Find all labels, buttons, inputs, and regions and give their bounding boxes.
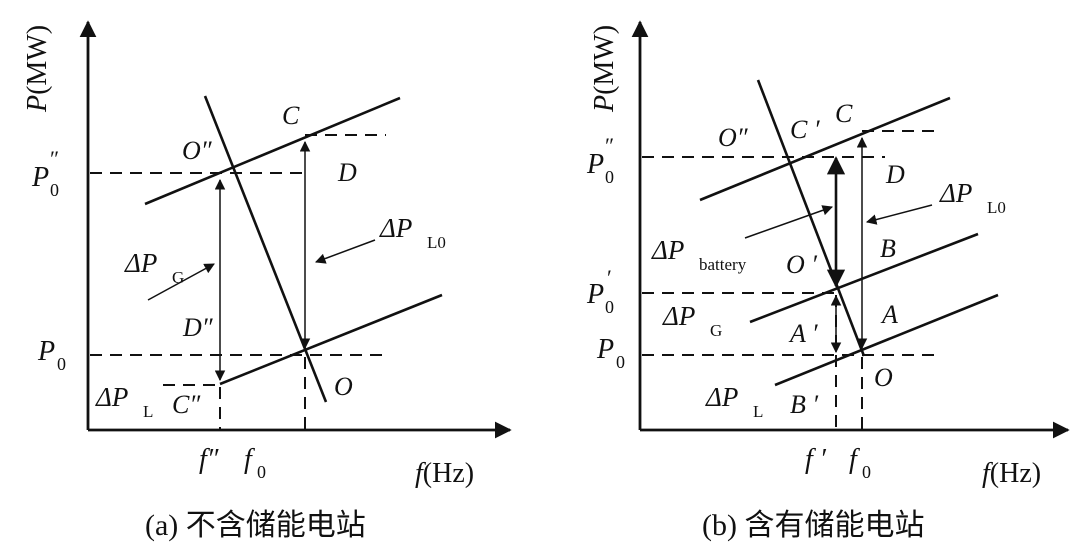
caption-b: (b) 含有储能电站	[702, 509, 924, 542]
p0pp-sub-a: 0	[50, 180, 59, 200]
point-a-b: A	[880, 300, 898, 329]
point-bp-b: B ′	[790, 390, 818, 419]
dpbat-label-b: ΔP	[651, 235, 684, 265]
dpl0-pointer-b	[865, 204, 933, 225]
battery-pointer-b	[744, 205, 833, 239]
p0-sub-a: 0	[57, 354, 66, 374]
point-o-b: O	[874, 363, 893, 392]
p0pp-label-b: P	[586, 149, 604, 180]
point-c-b: C	[835, 99, 853, 128]
dpl0-label-a: ΔP	[379, 213, 412, 243]
point-o-a: O	[334, 372, 353, 401]
steep-gen-line-b	[756, 79, 866, 357]
p0pp-sub-b: 0	[605, 167, 614, 187]
p0pp-label-a: P	[31, 162, 49, 193]
dpl-label-a: ΔP	[95, 382, 128, 412]
upper-load-line-b	[699, 96, 951, 202]
p0p-sup-b: ′	[607, 265, 612, 290]
point-opp-a: O″	[182, 136, 213, 165]
point-d-a: D	[337, 158, 357, 187]
p0-label-a: P	[37, 336, 55, 367]
dpbat-sub-b: battery	[699, 255, 747, 274]
caption-a: (a) 不含储能电站	[145, 509, 366, 542]
p0p-label-b: P	[586, 279, 604, 310]
point-cp-b: C ′	[790, 115, 820, 144]
point-d-b: D	[885, 160, 905, 189]
f0-sub-b: 0	[862, 462, 871, 482]
p0pp-sup-a: ″	[50, 146, 59, 171]
dpg-label-a: ΔP	[124, 248, 157, 278]
f0-sub-a: 0	[257, 462, 266, 482]
dpl0-pointer-a	[315, 239, 376, 264]
dpl-sub-b: L	[753, 402, 763, 421]
point-ap-b: A ′	[788, 319, 818, 348]
y-axis-label-a: P(MW)	[22, 25, 53, 113]
p0pp-sup-b: ″	[605, 133, 614, 158]
f0-label-a: f	[244, 444, 255, 475]
point-opp-b: O″	[718, 123, 749, 152]
lower-load-line-a	[219, 293, 443, 386]
fpp-label-a: f″	[199, 444, 219, 475]
p0-sub-b: 0	[616, 352, 625, 372]
panel-a: P(MW) f(Hz) P 0 ″ P 0 O″ C D D″ C″ O ΔP …	[22, 20, 512, 542]
x-axis-label-b: f(Hz)	[982, 458, 1041, 489]
dpl0-label-b: ΔP	[939, 178, 972, 208]
dpl-label-b: ΔP	[705, 382, 738, 412]
dpl0-sub-a: L0	[427, 233, 446, 252]
point-b-b: B	[880, 234, 896, 263]
p0p-sub-b: 0	[605, 297, 614, 317]
dpl-sub-a: L	[143, 402, 153, 421]
lower-load-line-b	[774, 293, 999, 387]
steep-gen-line-a	[203, 95, 328, 403]
panel-b: P(MW) f(Hz) P 0 ″ P 0 ′ P 0 O″ C ′ C D B…	[586, 20, 1070, 542]
upper-load-line-a	[144, 96, 401, 206]
point-c-a: C	[282, 101, 300, 130]
dpl0-sub-b: L0	[987, 198, 1006, 217]
fp-label-b: f ′	[805, 444, 827, 475]
point-op-b: O ′	[786, 250, 817, 279]
dpg-pointer-a	[147, 263, 215, 301]
y-axis-label-b: P(MW)	[589, 25, 620, 113]
dpg-label-b: ΔP	[662, 301, 695, 331]
p0-label-b: P	[596, 334, 614, 365]
point-dpp-a: D″	[182, 313, 214, 342]
dpg-sub-a: G	[172, 268, 184, 287]
middle-load-line-b	[749, 232, 979, 324]
point-cpp-a: C″	[172, 390, 201, 419]
f0-label-b: f	[849, 444, 860, 475]
x-axis-label-a: f(Hz)	[415, 458, 474, 489]
dpg-sub-b: G	[710, 321, 722, 340]
